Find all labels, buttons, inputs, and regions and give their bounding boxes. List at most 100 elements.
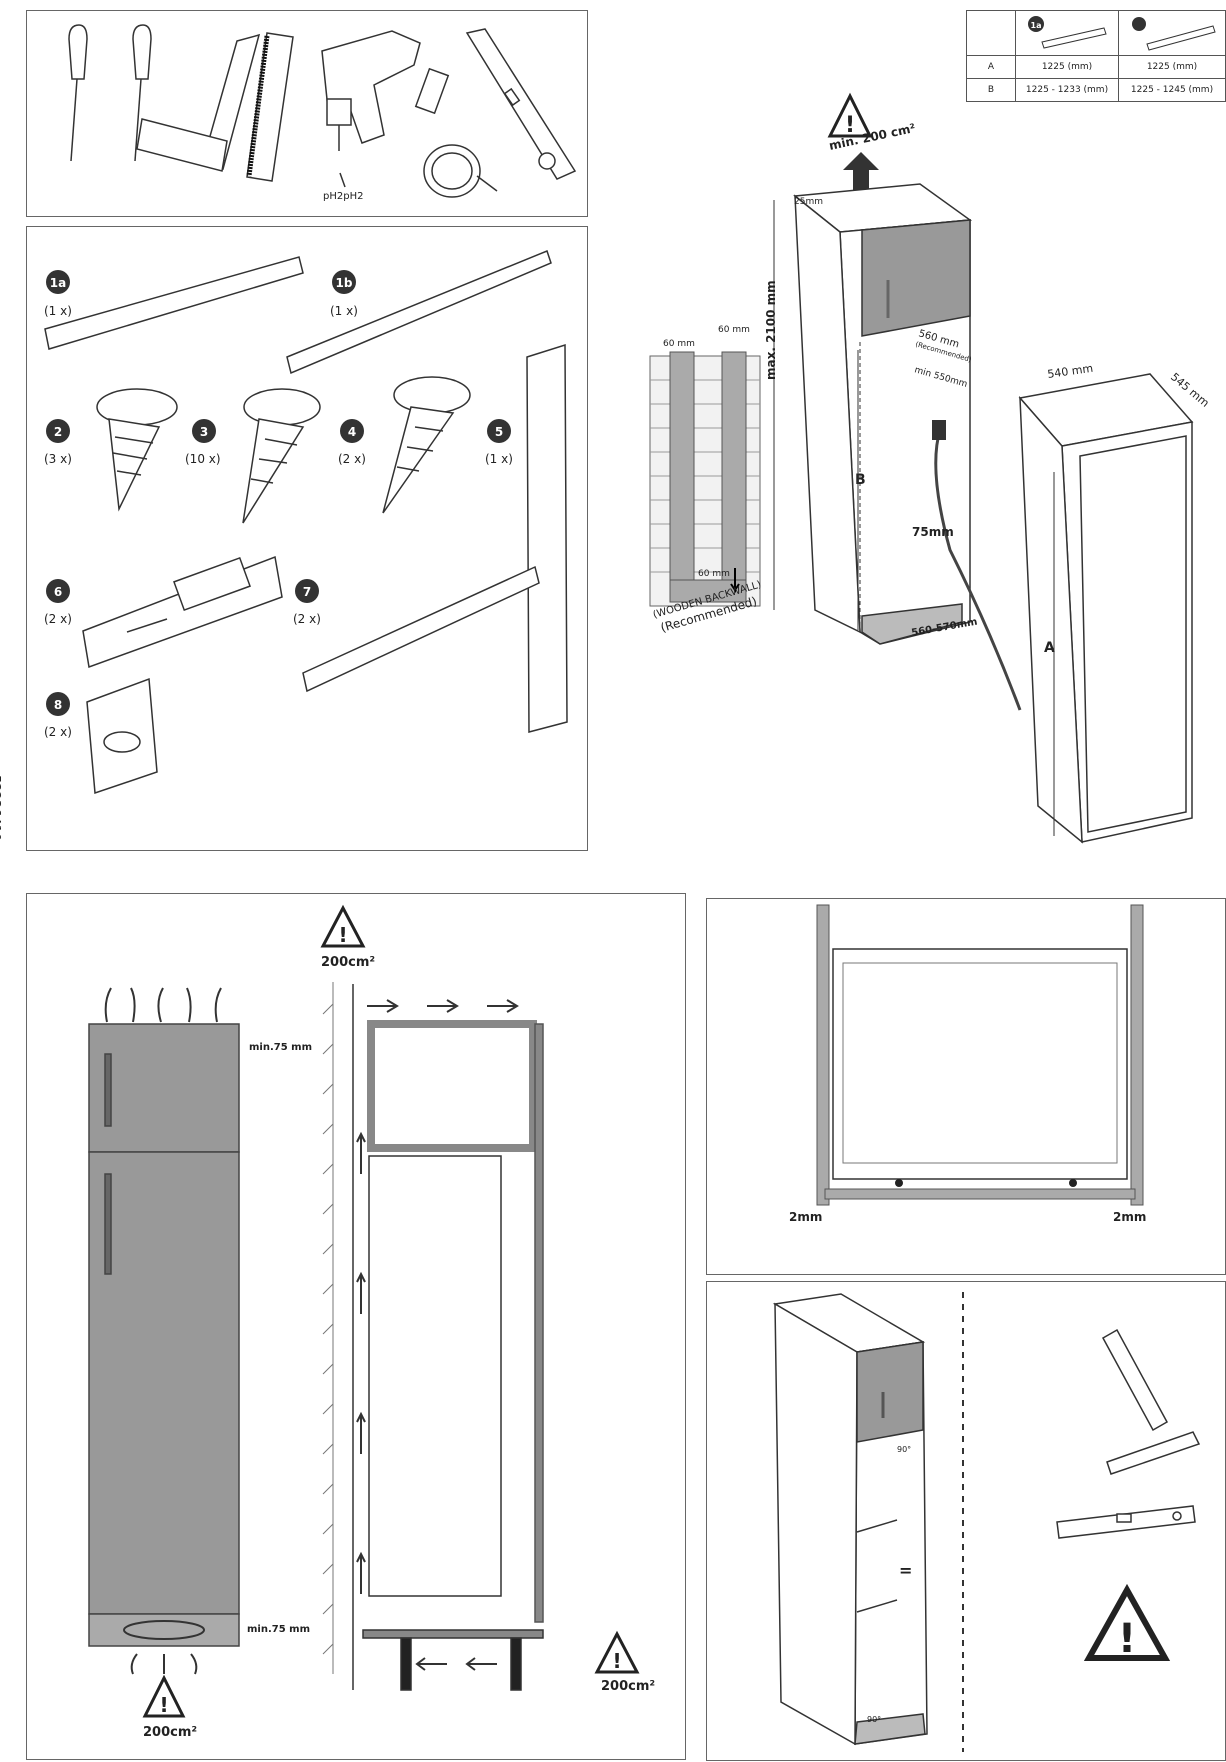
min-top-label: min.75 mm bbox=[249, 1042, 312, 1053]
svg-text:!: ! bbox=[338, 923, 347, 947]
svg-text:3: 3 bbox=[200, 425, 208, 439]
warning-icon: ! bbox=[1083, 1583, 1171, 1662]
cabinet-side-outline bbox=[794, 194, 861, 634]
part-qty: (1 x) bbox=[330, 304, 358, 318]
installation-diagram: ! min. 200 cm² max. 2100 mm 25mm B 560 m… bbox=[649, 92, 1212, 844]
max-height-label: max. 2100 mm bbox=[764, 280, 778, 380]
airflow-arrow-icon bbox=[843, 152, 879, 192]
fridge-front bbox=[88, 1023, 240, 1647]
airflow-top-icon bbox=[104, 987, 222, 1023]
cable-icon bbox=[423, 144, 498, 198]
svg-text:!: ! bbox=[159, 1693, 168, 1717]
bracket-1a-icon bbox=[44, 256, 304, 350]
screw-4-icon bbox=[382, 376, 471, 514]
cell-value: 1225 - 1245 (mm) bbox=[1118, 78, 1226, 102]
part-qty: (2 x) bbox=[293, 612, 321, 626]
screw-2-icon bbox=[96, 388, 178, 512]
svg-text:6: 6 bbox=[54, 585, 62, 599]
svg-text:1a: 1a bbox=[50, 276, 66, 290]
rail-icon bbox=[1132, 16, 1216, 51]
bit-label: pH2pH2 bbox=[323, 191, 363, 202]
svg-text:!: ! bbox=[845, 113, 855, 138]
min-bottom-label: min.75 mm bbox=[247, 1624, 310, 1635]
drill-icon bbox=[321, 30, 450, 151]
hinge-6-icon bbox=[82, 555, 283, 669]
rail-header bbox=[1118, 10, 1226, 56]
part-qty: (3 x) bbox=[44, 452, 72, 466]
svg-text:2: 2 bbox=[54, 425, 62, 439]
screwdriver-icon bbox=[68, 24, 152, 162]
bracket-1a-header: 1a bbox=[1015, 10, 1119, 56]
gap-right-label: 2mm bbox=[1113, 1210, 1146, 1224]
vent-top-label: 200cm² bbox=[321, 955, 375, 970]
airflow-arrows-icon bbox=[356, 999, 519, 1671]
part-qty: (1 x) bbox=[44, 304, 72, 318]
part-qty: (2 x) bbox=[44, 612, 72, 626]
squaring-panel: 90° 90° = ! bbox=[706, 1281, 1226, 1761]
alignment-diagram: 2mm 2mm bbox=[789, 904, 1146, 1224]
part-badge: 1a bbox=[46, 270, 70, 294]
svg-text:!: ! bbox=[1118, 1616, 1136, 1662]
part-qty: (2 x) bbox=[44, 725, 72, 739]
spirit-level-icon bbox=[1056, 1505, 1196, 1539]
vent-bottom-label: 200cm² bbox=[143, 1725, 197, 1740]
dimension-table: 1a A 1225 (mm) 1225 (mm) B 1225 - 1233 (… bbox=[966, 10, 1226, 102]
cabinet-outline bbox=[772, 1293, 928, 1746]
alignment-panel: 2mm 2mm bbox=[706, 898, 1226, 1275]
part-badge: 2 bbox=[46, 419, 70, 443]
part-badge: 6 bbox=[46, 579, 70, 603]
part-badge: 8 bbox=[46, 692, 70, 716]
cell-value: 1225 (mm) bbox=[1015, 55, 1119, 79]
part-badge: 1b bbox=[332, 270, 356, 294]
squaring-diagram: 90° 90° = ! bbox=[772, 1292, 1201, 1752]
vent-side-label: 200cm² bbox=[601, 1679, 655, 1694]
fridge-illustration bbox=[1018, 373, 1194, 844]
label-a: A bbox=[1044, 640, 1055, 656]
bracket-1a-icon: 1a bbox=[1028, 15, 1107, 49]
backwall-illustration bbox=[649, 351, 761, 607]
wall-gap-right-label: 60 mm bbox=[718, 325, 750, 335]
plug-icon bbox=[932, 420, 946, 440]
tools-illustration: pH2pH2 bbox=[68, 24, 577, 202]
parts-panel: 1a (1 x) 1b (1 x) 2 (3 x) 3 (10 x) 4 (2 … bbox=[26, 226, 588, 851]
spirit-level-icon bbox=[465, 28, 577, 180]
part-qty: (1 x) bbox=[485, 452, 513, 466]
cover-7-icon bbox=[302, 565, 540, 693]
warning-icon: ! bbox=[142, 1674, 186, 1718]
part-qty: (2 x) bbox=[338, 452, 366, 466]
part-qty: (10 x) bbox=[185, 452, 221, 466]
angle-bottom-label: 90° bbox=[867, 1715, 881, 1724]
rail-1b-icon bbox=[286, 250, 552, 375]
svg-text:5: 5 bbox=[495, 425, 503, 439]
svg-text:8: 8 bbox=[54, 698, 62, 712]
part-badge: 3 bbox=[192, 419, 216, 443]
wall-gap-left-label: 60 mm bbox=[663, 339, 695, 349]
svg-text:4: 4 bbox=[348, 425, 356, 439]
screw-3-icon bbox=[242, 388, 321, 524]
svg-text:1a: 1a bbox=[1031, 21, 1042, 30]
svg-text:7: 7 bbox=[303, 585, 311, 599]
plinth-gap-label: 75mm bbox=[912, 525, 954, 539]
cabinet-section bbox=[352, 984, 544, 1691]
part-badge: 5 bbox=[487, 419, 511, 443]
label-b: B bbox=[855, 472, 866, 488]
angle-top-label: 90° bbox=[897, 1445, 911, 1454]
try-square-icon bbox=[1101, 1328, 1201, 1475]
try-square-icon bbox=[136, 33, 261, 172]
svg-text:1b: 1b bbox=[336, 276, 353, 290]
warning-icon: ! bbox=[320, 904, 366, 948]
wall-hatch bbox=[322, 982, 334, 1674]
equal-sign: = bbox=[899, 1561, 912, 1580]
airflow-bottom-icon bbox=[123, 1620, 205, 1675]
part-badge: 7 bbox=[295, 579, 319, 603]
cell-value: 1225 - 1233 (mm) bbox=[1015, 78, 1119, 102]
svg-text:!: ! bbox=[612, 1649, 621, 1673]
gap-left-label: 2mm bbox=[789, 1210, 822, 1224]
wall-gap-bottom-label: 60 mm bbox=[698, 569, 730, 579]
part-badge: 4 bbox=[340, 419, 364, 443]
upper-door bbox=[861, 219, 971, 337]
warning-icon: ! bbox=[827, 92, 873, 138]
top-gap-label: 25mm bbox=[794, 197, 823, 207]
ventilation-panel: ! 200cm² ! 200cm² min.75 mm min.75 m bbox=[26, 893, 686, 1760]
warning-icon: ! bbox=[594, 1630, 640, 1674]
